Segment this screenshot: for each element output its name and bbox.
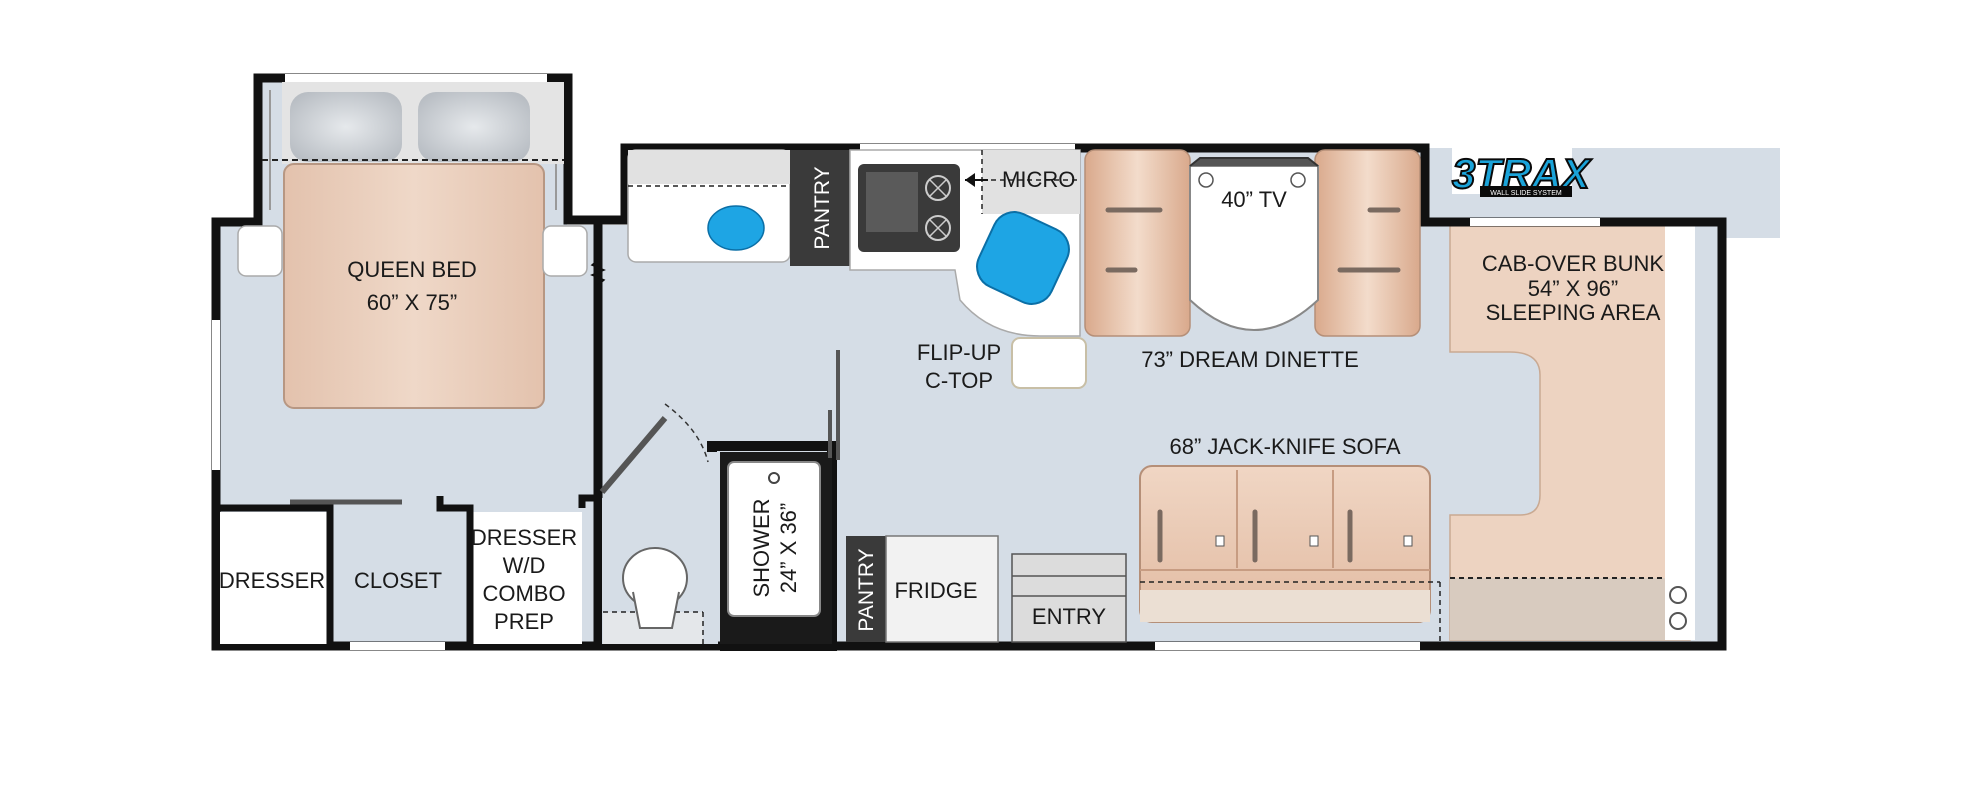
dresser-label: DRESSER (219, 568, 325, 593)
queen-bed-label: QUEEN BED (347, 257, 477, 282)
shower-drain-icon (768, 472, 780, 484)
cab-over-label: CAB-OVER BUNK (1482, 251, 1664, 276)
3trax-logo: 3TRAX WALL SLIDE SYSTEM (1451, 148, 1594, 198)
galley-backsplash (628, 150, 790, 184)
flip-up-label: FLIP-UP (917, 340, 1001, 365)
svg-text:WALL SLIDE SYSTEM: WALL SLIDE SYSTEM (1490, 190, 1562, 197)
cab-storage-area (1450, 578, 1665, 640)
dinette-seat-right (1314, 149, 1421, 337)
tv-icon (1189, 157, 1319, 167)
queen-bed-size-label: 60” X 75” (367, 290, 458, 315)
pillow-icon (290, 92, 402, 162)
pantry-bottom-cabinet (846, 536, 886, 642)
dresser-wd-label: DRESSER (471, 525, 577, 550)
fridge-label: FRIDGE (894, 578, 977, 603)
pantry-bottom-label: PANTRY (855, 548, 878, 631)
cab-over-sleeping-label: SLEEPING AREA (1486, 300, 1661, 325)
pantry-top-label: PANTRY (811, 166, 834, 249)
cooktop-icon (858, 164, 960, 252)
dresser-wd-label-3: COMBO (482, 581, 565, 606)
bath-door (599, 416, 668, 494)
entry-step[interactable] (1011, 553, 1127, 643)
nightstand-left (237, 225, 283, 277)
entry-label: ENTRY (1032, 604, 1106, 629)
toilet-icon (603, 547, 704, 644)
shower-pan (727, 461, 821, 617)
jack-knife-sofa (1139, 465, 1431, 623)
cab-window-strip (1665, 225, 1695, 640)
flip-up-countertop (1011, 337, 1087, 389)
micro-area (982, 150, 1080, 214)
pantry-top-cabinet (790, 150, 850, 266)
exterior-walls (211, 73, 1727, 651)
shower-size-label: 24” X 36” (776, 503, 801, 594)
window-strips (212, 74, 1600, 650)
dresser-wd-label-4: PREP (494, 609, 554, 634)
dinette-label: 73” DREAM DINETTE (1141, 347, 1359, 372)
closet-label: CLOSET (354, 568, 442, 593)
queen-bed: QUEEN BED 60” X 75” (262, 82, 564, 409)
dresser-wd-label-2: W/D (503, 553, 546, 578)
tv-label: 40” TV (1221, 187, 1287, 212)
swivel-seat-icon (976, 211, 1070, 305)
dream-dinette (1084, 149, 1421, 337)
sofa-label: 68” JACK-KNIFE SOFA (1169, 434, 1400, 459)
micro-label: MICRO (1002, 167, 1075, 192)
dinette-seat-left (1084, 149, 1191, 337)
dresser-wd-cabinet (470, 512, 582, 644)
nightstand-right (542, 225, 588, 277)
cab-light-icon-2 (1669, 612, 1687, 630)
pillow-icon-2 (418, 92, 530, 162)
fridge (885, 535, 999, 643)
flip-up-label-2: C-TOP (925, 368, 993, 393)
dinette-table (1189, 165, 1319, 331)
shower-label: SHOWER (749, 499, 774, 598)
dresser-cabinet (220, 512, 328, 644)
cab-over-size-label: 54” X 96” (1528, 276, 1619, 301)
sink-icon (707, 205, 765, 251)
cab-over-bunk (1449, 224, 1691, 641)
cab-light-icon (1669, 586, 1687, 604)
